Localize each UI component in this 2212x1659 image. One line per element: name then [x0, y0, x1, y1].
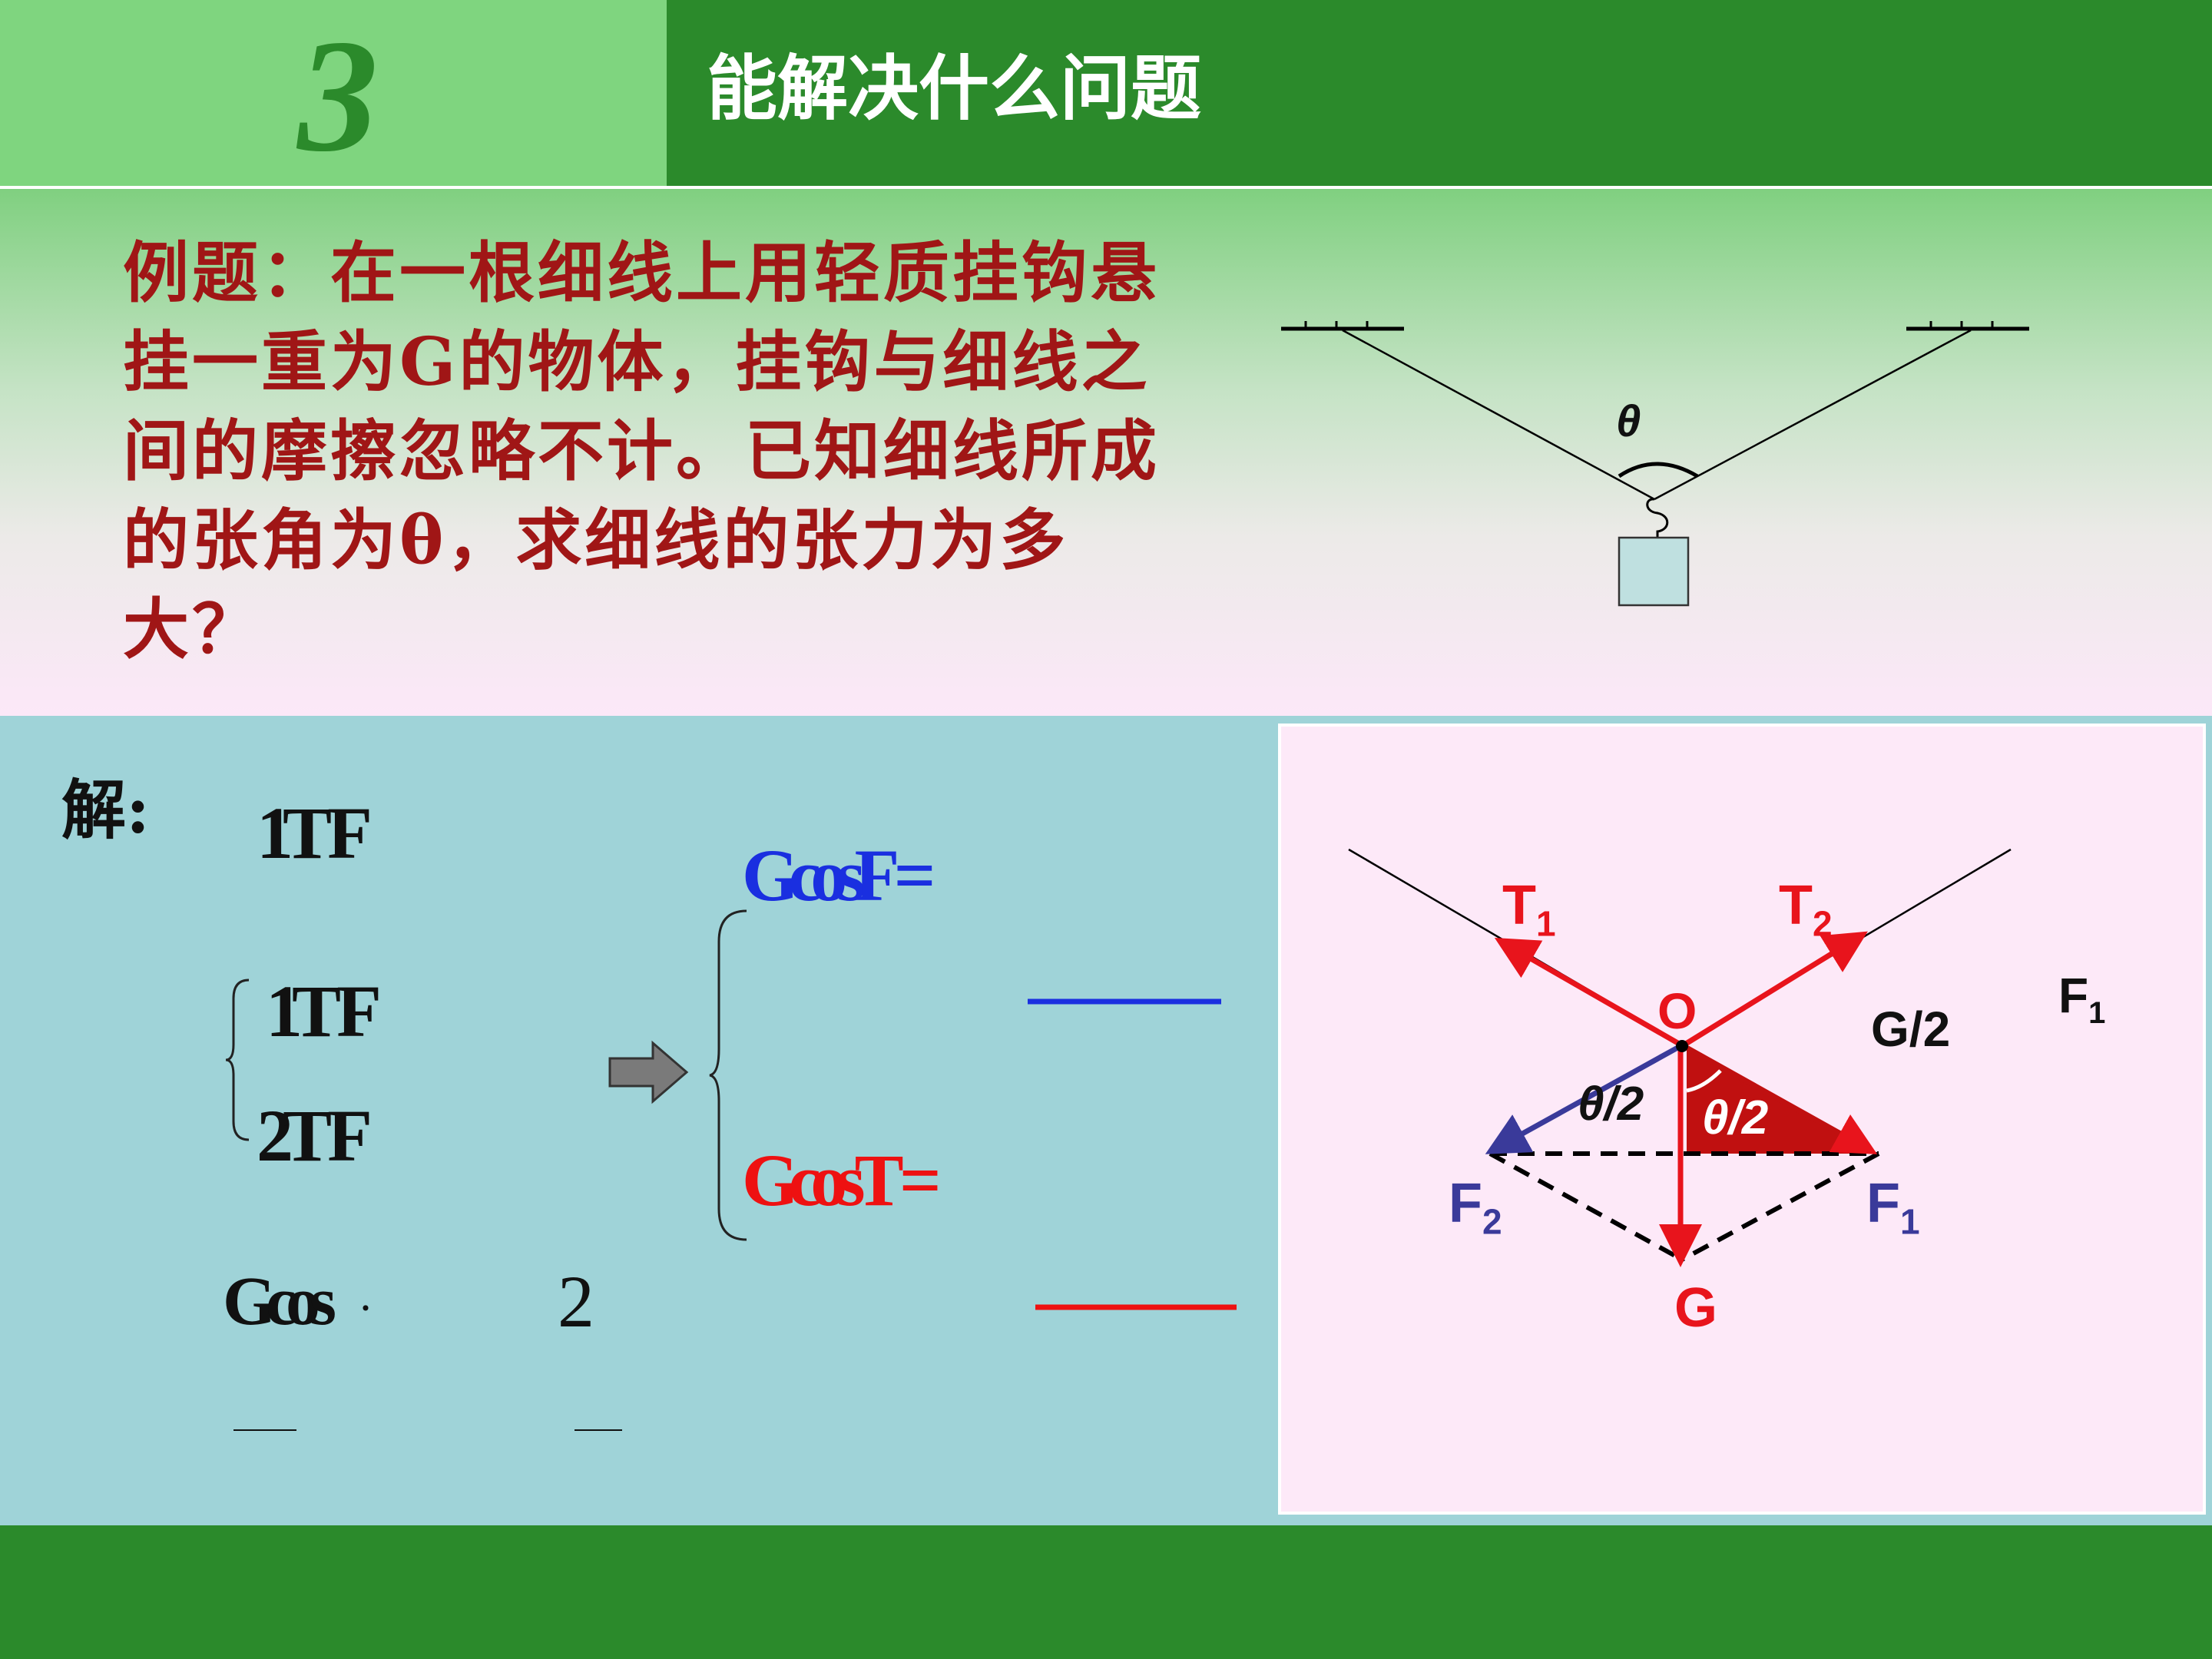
solution-label: 解: — [61, 772, 151, 848]
theta-half-right-label: θ/2 — [1702, 1091, 1769, 1144]
result-brace-icon — [709, 909, 747, 1241]
multiply-dot: · — [358, 1283, 373, 1333]
tension-equation: GcosT = — [742, 1139, 942, 1221]
g-half-label: G/2 — [1871, 1002, 1951, 1057]
cos-term: Gcos — [223, 1263, 336, 1339]
f1-label: F1 — [1866, 1173, 1920, 1242]
parallelogram-left-edge — [1488, 1151, 1684, 1262]
tension-symbol-3: 2T F — [257, 1094, 373, 1177]
slide-title: 能解决什么问题 — [707, 47, 1202, 130]
weight-block — [1618, 536, 1690, 607]
f1-arrow — [1685, 1045, 1878, 1154]
theta-half-arc — [1686, 1069, 1722, 1093]
f2-label: F2 — [1449, 1173, 1502, 1242]
t2-label: T2 — [1779, 875, 1833, 944]
section-number: 3 — [297, 7, 379, 185]
parallelogram-right-edge — [1681, 1151, 1880, 1262]
g-label: G — [1674, 1277, 1718, 1339]
tension-symbol-1: 1T F — [257, 792, 373, 874]
header-number-panel — [0, 0, 667, 186]
implies-arrow-icon — [608, 1040, 689, 1104]
t1-label: T1 — [1502, 875, 1556, 944]
left-brace-icon — [225, 979, 250, 1141]
theta-half-left-label: θ/2 — [1578, 1078, 1644, 1131]
hook-icon — [1646, 498, 1669, 538]
footer-bar — [0, 1525, 2212, 1659]
header-title-panel — [667, 0, 2212, 186]
t1-arrow — [1494, 938, 1682, 1048]
problem-statement: 例题：在一根细线上用轻质挂钩悬挂一重为G的物体，挂钩与细线之间的摩擦忽略不计。已… — [123, 234, 1160, 668]
denominator-two: 2 — [558, 1260, 594, 1343]
problem-panel — [0, 189, 2212, 716]
solution-panel — [0, 716, 1275, 1525]
angle-arc — [1618, 462, 1699, 478]
t2-arrow — [1681, 931, 1868, 1048]
left-ceiling-mount — [1281, 321, 1404, 331]
theta-label: θ — [1616, 396, 1641, 446]
f2-arrow — [1485, 1043, 1682, 1154]
tension-symbol-2: 1T F — [266, 970, 382, 1052]
right-ceiling-mount — [1906, 321, 2029, 331]
right-string — [1654, 329, 1972, 501]
force-equation: GcosF = — [742, 834, 935, 916]
point-o — [1676, 1040, 1688, 1052]
o-label: O — [1657, 982, 1697, 1039]
f1-top-label: F1 — [2058, 968, 2106, 1030]
left-string — [1342, 329, 1655, 501]
